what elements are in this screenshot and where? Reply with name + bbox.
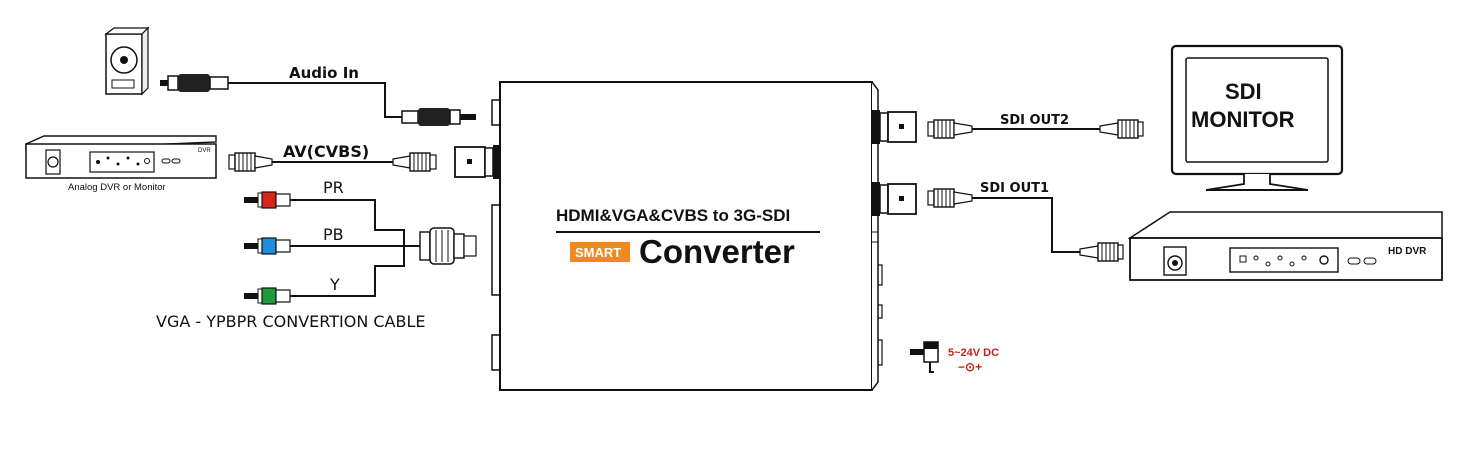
av-cvbs-label: AV(CVBS) [283,142,369,161]
smart-badge-text: SMART [575,245,621,260]
audio-plug-left [160,74,229,92]
sdi-monitor-device [1170,44,1344,191]
power-polarity-icon: −⊙+ [958,360,982,374]
bnc-out2-right [1099,119,1144,139]
audio-plug-right [401,108,476,126]
bnc-out1-right [1079,242,1124,262]
y-label: Y [329,275,340,294]
converter-bnc-out2 [872,110,917,144]
rca-plug-y [244,287,291,305]
converter-box [491,81,883,391]
pb-label: PB [323,225,344,244]
audio-cable [228,82,402,118]
audio-in-label: Audio In [289,64,359,82]
analog-dvr-device: DVR [25,135,217,179]
cables [228,82,1100,297]
bnc-connector-av-right [392,152,437,172]
pr-cable [290,199,420,247]
smart-badge [570,242,630,262]
sdi-monitor-line2: MONITOR [1191,107,1295,132]
sdi-out2-label: SDI OUT2 [1000,113,1069,128]
vga-ypbpr-cable-label: VGA - YPBPR CONVERTION CABLE [156,312,425,331]
y-cable [290,246,405,297]
bnc-out2-left [927,119,973,139]
converter-bnc-out1 [872,182,917,216]
converter-bnc-input [454,145,500,179]
bnc-connector-av-left [228,152,273,172]
audio-source-device [104,26,150,96]
sdi-out1-label: SDI OUT1 [980,181,1049,196]
analog-dvr-caption: Analog DVR or Monitor [68,182,166,193]
sdi-out1-cable [972,197,1080,253]
analog-dvr-tag: DVR [198,148,211,154]
hd-dvr-device [1127,211,1443,281]
bnc-out1-left [927,188,973,208]
rca-plug-pb [244,237,291,255]
power-adapter-plug [910,341,939,373]
hd-dvr-tag: HD DVR [1388,246,1427,257]
sdi-monitor-line1: SDI [1225,79,1262,104]
vga-connector [419,227,477,265]
converter-model-label: HDMI&VGA&CVBS to 3G-SDI [556,206,790,225]
converter-name-label: Converter [639,233,795,270]
pr-label: PR [323,178,344,197]
power-voltage-label: 5~24V DC [948,347,999,359]
rca-plug-pr [244,191,291,209]
